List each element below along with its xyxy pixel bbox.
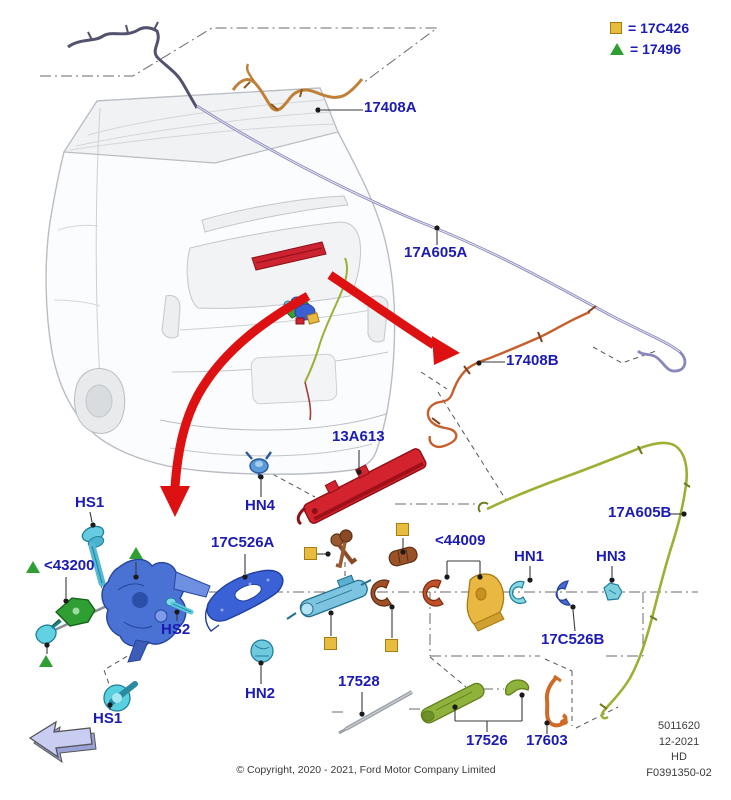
part-17603-washer-tube bbox=[544, 674, 568, 728]
yellow-square-marker bbox=[385, 639, 398, 652]
part-17526-cap bbox=[504, 679, 530, 696]
part-HS1-bolt-top bbox=[81, 525, 106, 587]
yellow-square-marker bbox=[304, 547, 317, 560]
legend-text: = 17C426 bbox=[628, 20, 690, 36]
red-arrow-right bbox=[327, 271, 460, 365]
part-HN1-nut bbox=[509, 580, 527, 605]
construction-centerlines bbox=[40, 27, 698, 713]
part-grommet-left bbox=[35, 620, 62, 645]
copyright-text: © Copyright, 2020 - 2021, Ford Motor Com… bbox=[236, 764, 496, 776]
catalog-number: 5011620 bbox=[657, 720, 700, 732]
direction-arrow bbox=[28, 720, 97, 764]
callout-17526: 17526 bbox=[466, 732, 508, 749]
red-arrow-left bbox=[160, 292, 311, 517]
green-triangle-marker bbox=[129, 547, 143, 559]
callout-HN1: HN1 bbox=[514, 548, 545, 565]
callout-43200: <43200 bbox=[44, 557, 95, 574]
yellow-square-marker bbox=[396, 523, 409, 536]
callout-17528: 17528 bbox=[338, 673, 380, 690]
part-liftgate-latch bbox=[101, 558, 211, 663]
part-17528-wiper-pivot-arm bbox=[338, 690, 413, 735]
callout-17A605A: 17A605A bbox=[404, 244, 468, 261]
legend-text: = 17496 bbox=[630, 41, 681, 57]
callout-HS2: HS2 bbox=[161, 621, 191, 638]
green-triangle-marker bbox=[26, 561, 40, 573]
part-latch-actuator bbox=[286, 574, 372, 620]
callout-17C526A: 17C526A bbox=[211, 534, 275, 551]
part-17C526B-ring bbox=[555, 580, 572, 606]
callout-13A613: 13A613 bbox=[332, 428, 385, 445]
callout-17408A: 17408A bbox=[364, 99, 417, 116]
part-HS2-screw bbox=[165, 597, 194, 615]
callout-17408B: 17408B bbox=[506, 352, 559, 369]
callout-HN2: HN2 bbox=[245, 685, 276, 702]
part-17C526A-bezel bbox=[204, 569, 284, 632]
callout-HN3: HN3 bbox=[596, 548, 627, 565]
green-triangle-marker bbox=[39, 655, 53, 667]
leader-lines bbox=[46, 109, 681, 734]
market-code: HD bbox=[671, 751, 687, 763]
callout-HN4: HN4 bbox=[245, 497, 276, 514]
callout-HS1-top: HS1 bbox=[75, 494, 105, 511]
part-HN2-nut bbox=[250, 639, 274, 663]
installed-parts-cluster bbox=[251, 241, 348, 421]
callout-17A605B: 17A605B bbox=[608, 504, 672, 521]
catalog-date: 12-2021 bbox=[658, 735, 700, 748]
callout-17C526B: 17C526B bbox=[541, 631, 605, 648]
part-44009-cover bbox=[466, 573, 505, 632]
legend: = 17C426 = 17496 bbox=[610, 20, 689, 57]
frame-number: F0391350-02 bbox=[646, 766, 712, 779]
wire-harness-17408B bbox=[426, 305, 597, 449]
yellow-square-icon bbox=[610, 22, 622, 34]
part-keys bbox=[330, 529, 358, 569]
part-gasket-brown bbox=[370, 579, 392, 607]
part-13A613-high-mount-stop-lamp bbox=[296, 448, 427, 526]
green-triangle-icon bbox=[610, 43, 624, 55]
part-17526-wiper-arm bbox=[420, 682, 485, 724]
yellow-square-marker bbox=[324, 637, 337, 650]
wire-harness-17408A bbox=[231, 63, 364, 112]
washer-hose-17A605A bbox=[196, 104, 687, 373]
leader-dots bbox=[44, 107, 687, 726]
callout-44009: <44009 bbox=[435, 532, 486, 549]
legend-row-17496: = 17496 bbox=[610, 41, 689, 57]
legend-row-17C426: = 17C426 bbox=[610, 20, 689, 36]
plate-info: 5011620 12-2021 HD F0391350-02 bbox=[630, 719, 728, 781]
part-HN3-nut bbox=[603, 582, 623, 601]
callout-17603: 17603 bbox=[526, 732, 568, 749]
washer-hose-17A605B bbox=[477, 441, 691, 720]
part-lock-cylinder bbox=[388, 546, 418, 567]
callout-HS1-bottom: HS1 bbox=[93, 710, 123, 727]
roof-wiring-harness bbox=[67, 21, 199, 109]
part-44009-ring bbox=[422, 579, 444, 607]
